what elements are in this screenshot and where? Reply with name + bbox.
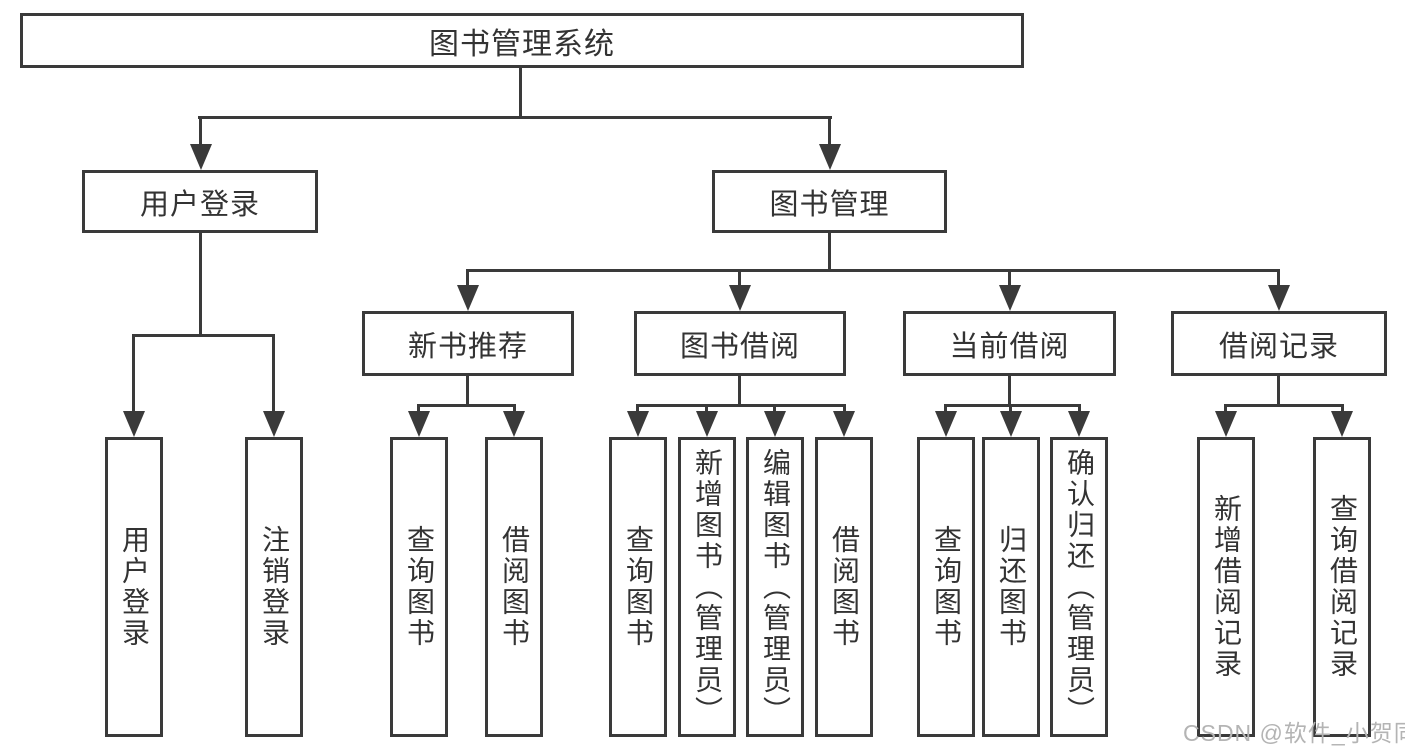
- node-label: 新增图书（管理员）: [692, 447, 723, 727]
- leaf-query-borrow-record: 查询借阅记录: [1313, 437, 1371, 737]
- connector-current-borrow-horizontal: [944, 404, 1081, 407]
- leaf-query-books-recommend: 查询图书: [390, 437, 448, 737]
- connector-leaf-stem: [843, 406, 846, 414]
- arrowhead: [1268, 285, 1290, 311]
- connector-to-new-book-recommend: [466, 271, 469, 287]
- arrowhead: [408, 411, 430, 437]
- connector-to-book-borrow: [738, 271, 741, 287]
- node-label: 用户登录: [119, 525, 150, 649]
- node-label: 借阅图书: [829, 525, 860, 649]
- leaf-query-books-current: 查询图书: [917, 437, 975, 737]
- node-label: 确认归还（管理员）: [1064, 447, 1095, 727]
- leaf-confirm-return-admin: 确认归还（管理员）: [1050, 437, 1108, 737]
- connector-leaf-stem: [1224, 406, 1227, 414]
- node-label: 归还图书: [996, 525, 1027, 649]
- arrowhead: [503, 411, 525, 437]
- arrowhead: [833, 411, 855, 437]
- arrowhead: [1331, 411, 1353, 437]
- node-label: 图书管理: [769, 188, 890, 221]
- node-label: 查询图书: [931, 525, 962, 649]
- connector-to-current-borrow: [1008, 271, 1011, 287]
- arrowhead: [764, 411, 786, 437]
- leaf-logout: 注销登录: [245, 437, 303, 737]
- connector-to-leaf-logout: [272, 334, 275, 414]
- connector-book-management-stem: [828, 233, 831, 271]
- connector-current-borrow-stem: [1008, 376, 1011, 406]
- node-library-management-system: 图书管理系统: [20, 13, 1024, 68]
- node-label: 用户登录: [139, 188, 260, 221]
- leaf-add-books-admin: 新增图书（管理员）: [678, 437, 736, 737]
- connector-leaf-stem: [1009, 406, 1012, 414]
- connector-leaf-stem: [513, 406, 516, 414]
- connector-leaf-stem: [1341, 406, 1344, 414]
- node-label: 注销登录: [259, 525, 290, 649]
- connector-to-user-login: [199, 118, 202, 146]
- connector-leaf-stem: [705, 406, 708, 414]
- node-label: 借阅记录: [1218, 330, 1339, 363]
- arrowhead: [1068, 411, 1090, 437]
- node-label: 查询图书: [623, 525, 654, 649]
- arrowhead: [696, 411, 718, 437]
- arrowhead: [123, 411, 145, 437]
- connector-new-book-recommend-horizontal: [417, 404, 516, 407]
- arrowhead: [935, 411, 957, 437]
- connector-root-horizontal: [198, 116, 832, 119]
- node-borrow-records: 借阅记录: [1171, 311, 1387, 376]
- leaf-add-borrow-record: 新增借阅记录: [1197, 437, 1255, 737]
- connector-root-stem: [519, 68, 522, 117]
- connector-book-management-horizontal: [466, 269, 1280, 272]
- node-label: 新书推荐: [407, 330, 528, 363]
- connector-book-borrow-horizontal: [636, 404, 846, 407]
- connector-leaf-stem: [944, 406, 947, 414]
- connector-borrow-records-horizontal: [1224, 404, 1344, 407]
- arrowhead: [457, 285, 479, 311]
- arrowhead: [627, 411, 649, 437]
- connector-user-login-stem: [199, 233, 202, 336]
- arrowhead: [263, 411, 285, 437]
- leaf-user-login: 用户登录: [105, 437, 163, 737]
- connector-leaf-stem: [1078, 406, 1081, 414]
- arrowhead: [190, 144, 212, 170]
- leaf-edit-books-admin: 编辑图书（管理员）: [746, 437, 804, 737]
- arrowhead: [1215, 411, 1237, 437]
- node-new-book-recommend: 新书推荐: [362, 311, 574, 376]
- connector-user-login-horizontal: [132, 334, 275, 337]
- node-current-borrow: 当前借阅: [903, 311, 1116, 376]
- connector-book-borrow-stem: [738, 376, 741, 406]
- node-user-login: 用户登录: [82, 170, 318, 233]
- node-label: 查询图书: [404, 525, 435, 649]
- node-label: 新增借阅记录: [1211, 494, 1242, 680]
- leaf-borrow-books: 借阅图书: [815, 437, 873, 737]
- leaf-borrow-books-recommend: 借阅图书: [485, 437, 543, 737]
- connector-leaf-stem: [773, 406, 776, 414]
- node-label: 当前借阅: [949, 330, 1070, 363]
- csdn-watermark: CSDN @软件_小贺同学: [1183, 720, 1405, 746]
- node-book-management: 图书管理: [712, 170, 947, 233]
- node-book-borrow: 图书借阅: [634, 311, 846, 376]
- connector-to-borrow-records: [1277, 271, 1280, 287]
- arrowhead: [729, 285, 751, 311]
- connector-leaf-stem: [636, 406, 639, 414]
- connector-to-leaf-user-login: [132, 334, 135, 414]
- arrowhead: [1000, 411, 1022, 437]
- connector-borrow-records-stem: [1277, 376, 1280, 406]
- node-label: 编辑图书（管理员）: [760, 447, 791, 727]
- connector-new-book-recommend-stem: [466, 376, 469, 406]
- node-label: 图书借阅: [679, 330, 800, 363]
- arrowhead: [999, 285, 1021, 311]
- leaf-query-books-borrow: 查询图书: [609, 437, 667, 737]
- leaf-return-books: 归还图书: [982, 437, 1040, 737]
- node-label: 图书管理系统: [429, 27, 615, 61]
- node-label: 查询借阅记录: [1327, 494, 1358, 680]
- connector-leaf-stem: [417, 406, 420, 414]
- arrowhead: [819, 144, 841, 170]
- connector-to-book-management: [828, 118, 831, 146]
- node-label: 借阅图书: [499, 525, 530, 649]
